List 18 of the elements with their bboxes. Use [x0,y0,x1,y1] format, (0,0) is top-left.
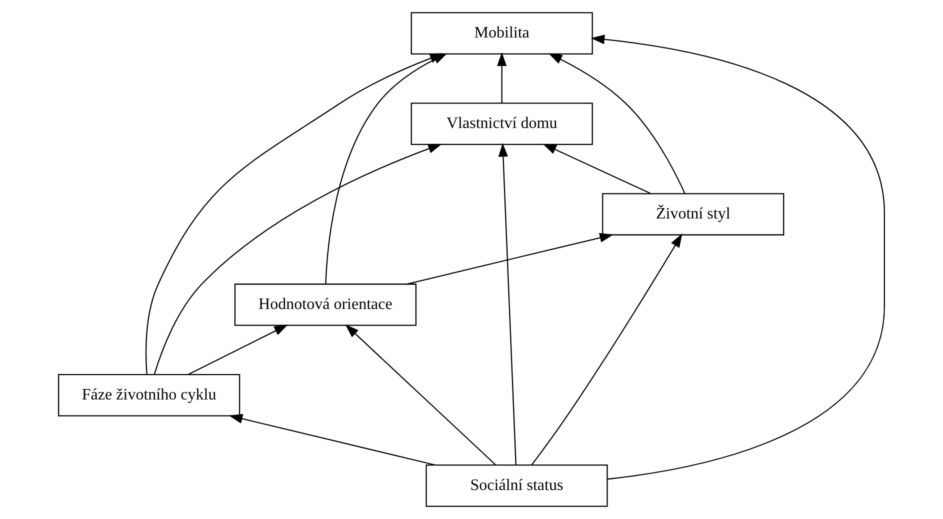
arrow [590,34,885,480]
node-box: Fáze životního cyklu [58,374,240,416]
arrow [345,324,496,466]
arrow [497,52,507,104]
node-box: Vlastnictví domu [410,102,593,145]
arrow [531,234,682,466]
node-box: Hodnotová orientace [234,284,417,326]
arrow [498,142,516,465]
node-box: Sociální status [426,464,608,507]
arrow [548,53,686,194]
node-box: Životní styl [602,193,784,236]
node-box: Mobilita [410,12,593,54]
arrow [188,324,288,376]
arrow [406,233,614,285]
arrow [542,144,651,194]
arrow [145,53,444,374]
arrow [154,144,442,375]
arrow [228,414,436,466]
